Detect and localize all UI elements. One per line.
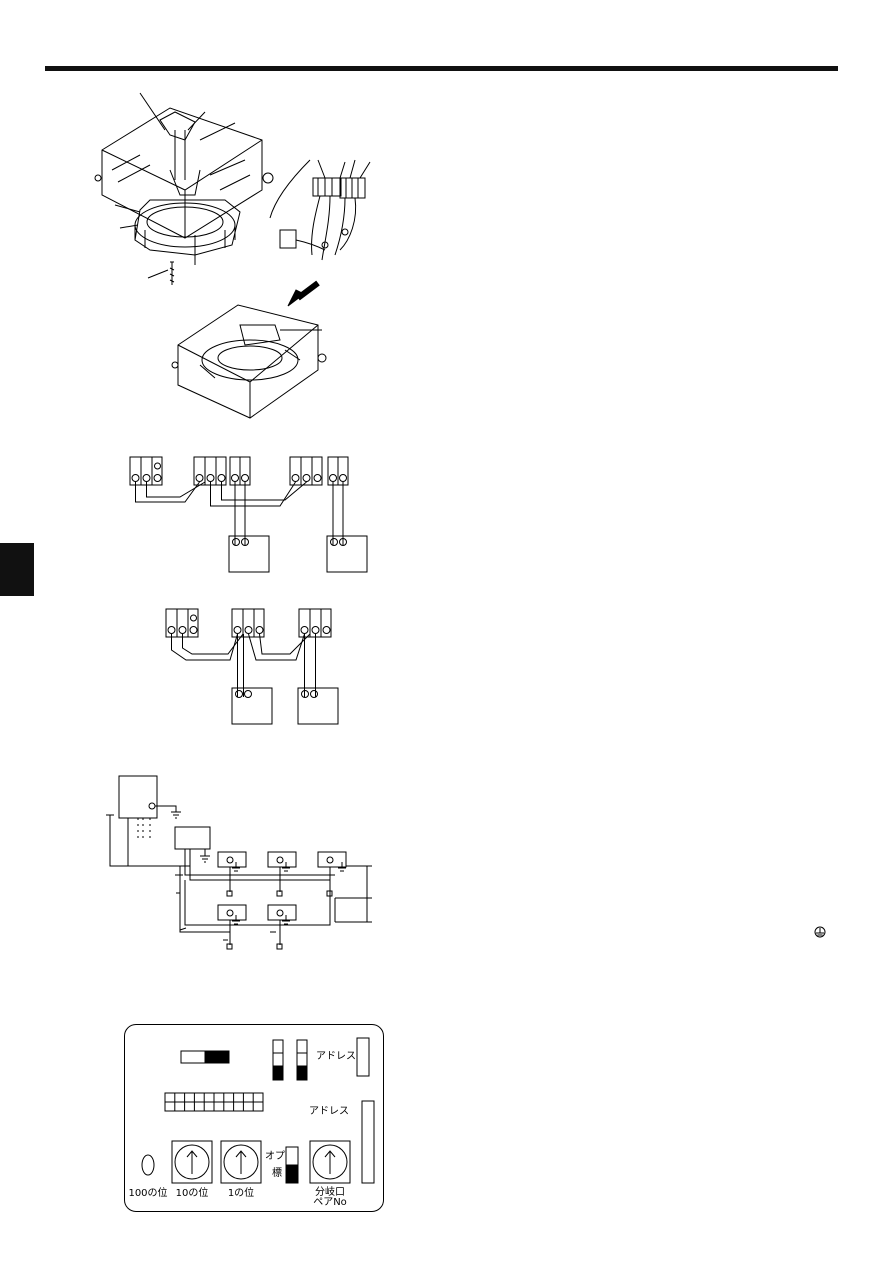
side-tab	[0, 543, 34, 596]
tens-label: 10の位	[175, 1188, 209, 1199]
terminal-block-detail	[269, 159, 371, 261]
address-board	[124, 1024, 384, 1212]
address-label-2: アドレス	[309, 1106, 349, 1117]
ones-label: 1の位	[227, 1188, 255, 1199]
branch-label-1: 分岐口	[315, 1187, 345, 1198]
branch-label-2: ペアNo	[313, 1197, 347, 1208]
ceiling-cassette-top-view	[94, 92, 274, 285]
ceiling-cassette-installed-view	[171, 304, 327, 419]
address-label-1: アドレス	[316, 1051, 356, 1062]
hundreds-label: 100の位	[128, 1188, 168, 1199]
option-label: オプ	[265, 1151, 285, 1162]
top-rule	[45, 66, 838, 71]
standard-label: 標	[272, 1168, 282, 1179]
down-arrow-icon	[287, 280, 320, 307]
